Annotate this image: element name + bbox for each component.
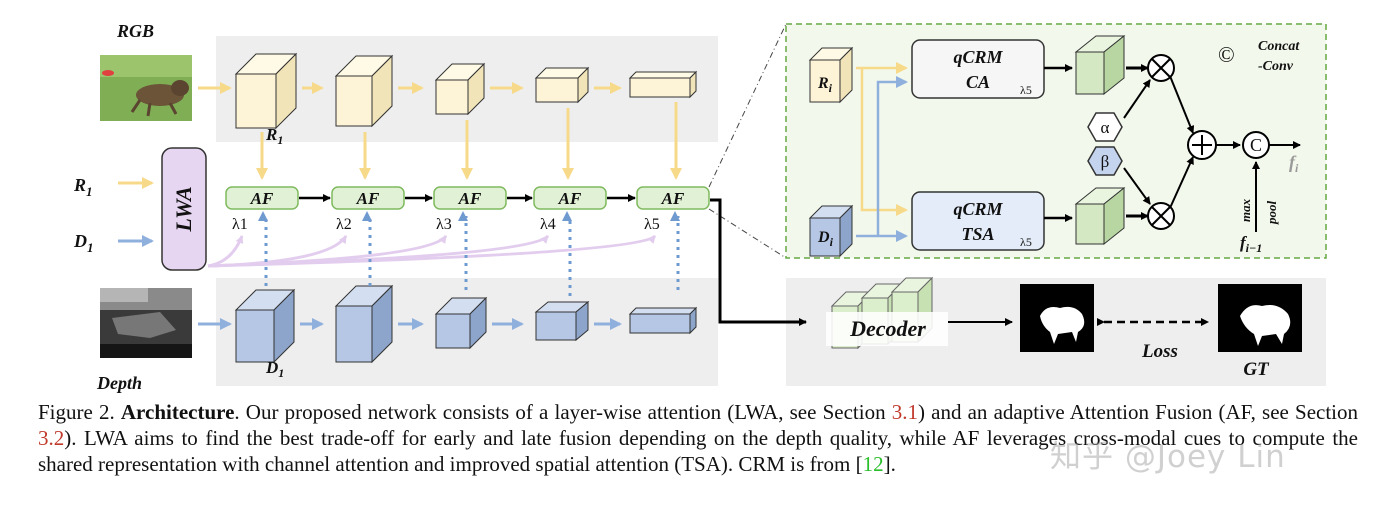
beta-hexagon (1087, 146, 1123, 176)
lwa-lambda-arrows (207, 234, 657, 268)
architecture-figure: RGB Depth R1 (73, 21, 1327, 393)
lwa-box (161, 147, 207, 271)
fi-label: fi (1289, 152, 1299, 175)
decoder-blocks (826, 276, 948, 350)
depth-to-af-arrows (258, 211, 680, 296)
qcrm-tsa-title: qCRM (953, 199, 1003, 219)
ca-feature-block (1074, 34, 1126, 96)
af-box-1 (225, 186, 299, 210)
af-label-3: AF (458, 189, 482, 208)
r1-encoder-label: R1 (265, 125, 283, 147)
figure-caption: Figure 2. Architecture. Our proposed net… (38, 399, 1358, 477)
depth-encoder-blocks (234, 284, 698, 364)
concat-circle-label: C (1250, 135, 1262, 155)
rgb-block-1 (234, 52, 298, 130)
gt-label: GT (1243, 359, 1270, 380)
concat-symbol: © (1218, 42, 1235, 67)
qcrm-tsa-subtitle: TSA (961, 224, 994, 244)
caption-title: Architecture (120, 400, 235, 424)
beta-arrow (1123, 167, 1151, 205)
caption-text-3: ). LWA aims to find the best trade-off f… (38, 426, 1358, 476)
rgb-block-2 (334, 54, 394, 128)
rgb-encoder-blocks (234, 52, 698, 130)
fprev-label: fi−1 (1240, 233, 1262, 255)
caption-ref-section-32[interactable]: 3.2 (38, 426, 65, 450)
caption-prefix: Figure 2. (38, 400, 121, 424)
caption-ref-citation-12[interactable]: 12 (862, 452, 884, 476)
af-box-5 (636, 186, 710, 210)
af-box-4 (533, 186, 607, 210)
lambda-3: λ3 (436, 216, 452, 233)
caption-text-2: ) and an adaptive Attention Fusion (AF, … (917, 400, 1359, 424)
rgb-block-3 (434, 62, 486, 116)
maxpool-pool: pool (1264, 201, 1279, 226)
prediction-mask (1020, 284, 1094, 352)
tsa-feature-block (1074, 186, 1126, 246)
depth-block-4 (534, 300, 590, 342)
bottom-to-plus-arrow (1169, 156, 1194, 209)
alpha-label: α (1101, 118, 1110, 137)
di-block (808, 204, 854, 258)
af-to-decoder-arrow (710, 198, 807, 326)
watermark: 知乎 @Joey Lin (1050, 439, 1286, 475)
depth-block-1 (234, 288, 296, 364)
qcrm-tsa-lambda: λ5 (1020, 235, 1032, 249)
depth-block-5 (628, 306, 698, 335)
qcrm-ca-title: qCRM (953, 47, 1003, 67)
depth-image (100, 288, 192, 358)
af-chain: AF AF AF AF AF (225, 186, 710, 210)
rgb-to-af-arrows (256, 102, 682, 180)
oplus-circle (1187, 130, 1217, 160)
di-label: Di (817, 229, 834, 249)
concat-legend-line1: Concat (1258, 39, 1300, 54)
af-label-1: AF (250, 189, 274, 208)
qcrm-ca-lambda: λ5 (1020, 83, 1032, 97)
lambda-5: λ5 (644, 216, 660, 233)
loss-label: Loss (1141, 341, 1178, 362)
af-label-4: AF (558, 189, 582, 208)
af-box-3 (433, 186, 507, 210)
rgb-image (100, 55, 192, 121)
rgb-label: RGB (116, 21, 154, 41)
maxpool-max: max (1238, 198, 1253, 222)
d1-input-label: D1 (73, 231, 94, 255)
lambda-1: λ1 (232, 216, 248, 233)
depth-label: Depth (96, 373, 142, 393)
af-box-2 (331, 186, 405, 210)
alpha-arrow (1123, 79, 1151, 119)
af-label-5: AF (661, 189, 685, 208)
depth-block-2 (334, 284, 394, 364)
af-label-2: AF (356, 189, 380, 208)
lambda-2: λ2 (336, 216, 352, 233)
ri-block (808, 46, 854, 104)
detail-connections (856, 62, 908, 242)
depth-block-3 (434, 296, 488, 350)
rgb-block-4 (534, 66, 590, 104)
top-to-plus-arrow (1169, 75, 1195, 134)
zoom-lines (708, 23, 787, 259)
caption-text-1: . Our proposed network consists of a lay… (234, 400, 892, 424)
otimes-top (1147, 54, 1175, 82)
concat-legend-line2: -Conv (1258, 59, 1294, 74)
d1-encoder-label: D1 (265, 358, 284, 380)
caption-ref-section-31[interactable]: 3.1 (891, 400, 918, 424)
alpha-hexagon (1087, 112, 1123, 142)
decoder-label: Decoder (849, 316, 926, 341)
gt-mask (1218, 284, 1302, 352)
lwa-label: LWA (171, 186, 196, 232)
qcrm-ca-subtitle: CA (966, 72, 990, 92)
lambda-4: λ4 (540, 216, 556, 233)
beta-label: β (1101, 152, 1110, 171)
ri-label: Ri (817, 75, 833, 95)
rgb-block-5 (628, 70, 698, 99)
lambda-labels: λ1 λ2 λ3 λ4 λ5 (232, 216, 660, 233)
r1-input-label: R1 (73, 175, 93, 199)
otimes-bottom (1147, 202, 1175, 230)
qcrm-tsa-box (911, 191, 1045, 251)
caption-text-4: ]. (883, 452, 896, 476)
